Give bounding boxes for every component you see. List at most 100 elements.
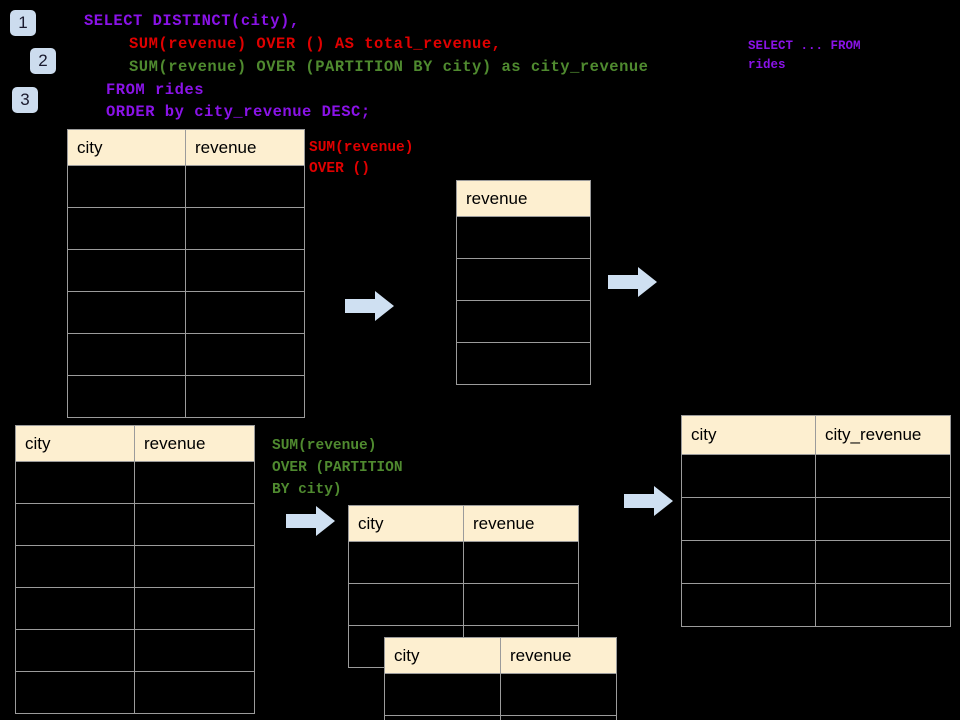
column-header-revenue: revenue xyxy=(463,505,579,542)
table-cell xyxy=(15,461,135,504)
table-cell xyxy=(67,165,186,208)
table-cell xyxy=(134,503,255,546)
table-cell xyxy=(185,165,305,208)
table-header-row: city city_revenue xyxy=(681,415,951,455)
table-row xyxy=(67,291,305,334)
table-cell xyxy=(67,333,186,376)
table-row xyxy=(15,671,255,714)
sql-line-order-by: ORDER by city_revenue DESC; xyxy=(106,103,371,121)
table-cell xyxy=(134,629,255,672)
column-header-city: city xyxy=(67,129,186,166)
table-total-revenue: revenue xyxy=(456,180,591,385)
arrow-source-to-total xyxy=(345,291,394,321)
step-badge-1: 1 xyxy=(10,10,36,36)
table-cell xyxy=(815,583,951,627)
table-result: city city_revenue xyxy=(681,415,951,627)
table-row xyxy=(456,216,591,259)
sql-line-sum-over-empty: SUM(revenue) OVER () AS total_revenue, xyxy=(129,35,502,53)
table-header-row: city revenue xyxy=(348,505,579,542)
table-cell xyxy=(185,333,305,376)
table-cell xyxy=(185,249,305,292)
table-cell xyxy=(185,207,305,250)
table-cell xyxy=(348,541,464,584)
table-cell xyxy=(67,375,186,418)
table-partition-front: city revenue xyxy=(384,637,617,720)
step-badge-3: 3 xyxy=(12,87,38,113)
arrow-source-to-partition xyxy=(286,506,335,536)
table-cell xyxy=(681,540,816,584)
table-rides-source-bottom: city revenue xyxy=(15,425,255,714)
table-cell xyxy=(67,291,186,334)
table-cell xyxy=(681,454,816,498)
column-header-city: city xyxy=(384,637,501,674)
table-cell xyxy=(815,540,951,584)
table-cell xyxy=(134,587,255,630)
column-header-revenue: revenue xyxy=(500,637,617,674)
sql-line-sum-over-partition: SUM(revenue) OVER (PARTITION BY city) as… xyxy=(129,58,649,76)
table-cell xyxy=(15,587,135,630)
table-cell xyxy=(500,715,617,720)
table-cell xyxy=(185,291,305,334)
table-row xyxy=(15,461,255,504)
table-cell xyxy=(348,583,464,626)
table-row xyxy=(67,375,305,418)
column-header-city: city xyxy=(15,425,135,462)
column-header-city: city xyxy=(681,415,816,455)
table-header-row: revenue xyxy=(456,180,591,217)
table-row xyxy=(67,207,305,250)
sql-line-from-rides: FROM rides xyxy=(106,81,205,99)
table-header-row: city revenue xyxy=(67,129,305,166)
table-cell xyxy=(463,583,579,626)
table-cell xyxy=(681,583,816,627)
table-row xyxy=(384,673,617,716)
table-row xyxy=(67,165,305,208)
table-row xyxy=(348,541,579,584)
table-row xyxy=(681,540,951,584)
table-cell xyxy=(681,497,816,541)
table-cell xyxy=(134,461,255,504)
arrow-total-to-result xyxy=(608,267,657,297)
table-cell xyxy=(185,375,305,418)
table-row xyxy=(384,715,617,720)
table-cell xyxy=(134,545,255,588)
table-row xyxy=(15,545,255,588)
table-cell xyxy=(815,497,951,541)
note-select-from-rides: SELECT ... FROM rides xyxy=(748,39,861,72)
column-header-city-revenue: city_revenue xyxy=(815,415,951,455)
table-row xyxy=(681,583,951,627)
table-cell xyxy=(134,671,255,714)
table-cell xyxy=(500,673,617,716)
table-row xyxy=(15,629,255,672)
table-row xyxy=(681,497,951,541)
table-cell xyxy=(456,300,591,343)
table-row xyxy=(67,333,305,376)
table-cell xyxy=(67,249,186,292)
step-badge-2: 2 xyxy=(30,48,56,74)
table-cell xyxy=(456,216,591,259)
table-row xyxy=(456,342,591,385)
table-row xyxy=(348,583,579,626)
table-row xyxy=(15,587,255,630)
table-cell xyxy=(384,715,501,720)
table-cell xyxy=(463,541,579,584)
table-cell xyxy=(456,342,591,385)
table-cell xyxy=(815,454,951,498)
table-row xyxy=(15,503,255,546)
table-cell xyxy=(15,503,135,546)
table-cell xyxy=(15,671,135,714)
table-row xyxy=(456,258,591,301)
column-header-revenue: revenue xyxy=(185,129,305,166)
table-rides-source-top: city revenue xyxy=(67,129,305,418)
table-header-row: city revenue xyxy=(15,425,255,462)
note-sum-over-partition: SUM(revenue) OVER (PARTITION BY city) xyxy=(272,438,403,498)
column-header-revenue: revenue xyxy=(456,180,591,217)
column-header-revenue: revenue xyxy=(134,425,255,462)
table-header-row: city revenue xyxy=(384,637,617,674)
table-row xyxy=(456,300,591,343)
column-header-city: city xyxy=(348,505,464,542)
sql-line-select-distinct: SELECT DISTINCT(city), xyxy=(84,12,300,30)
table-cell xyxy=(15,545,135,588)
table-row xyxy=(67,249,305,292)
table-cell xyxy=(15,629,135,672)
